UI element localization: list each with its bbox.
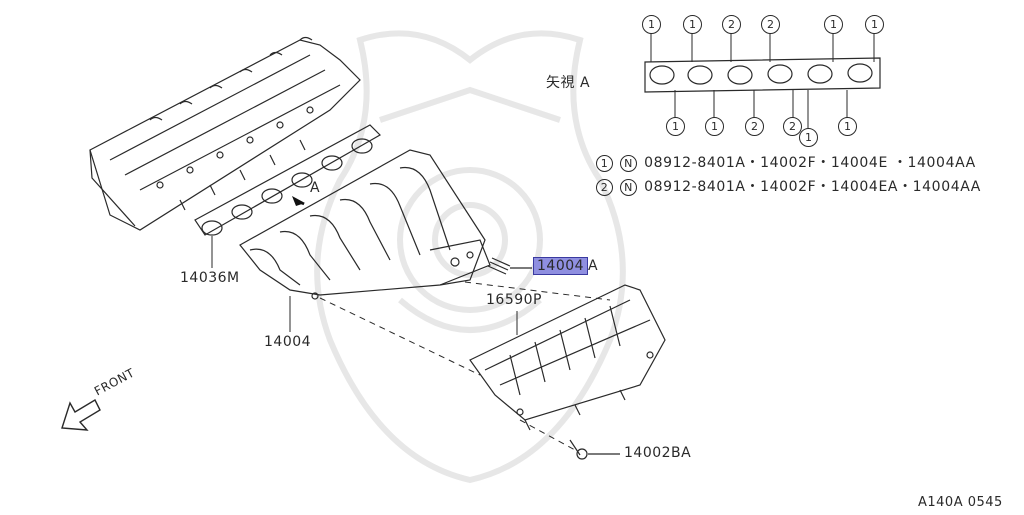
gasket-marker-top: 2 <box>722 15 741 34</box>
manifold-gasket <box>194 124 381 236</box>
part-suffix: A <box>588 258 599 274</box>
highlighted-part-number[interactable]: 14004 <box>533 257 589 275</box>
legend-marker: 1 <box>596 154 613 172</box>
gasket-marker-top: 1 <box>683 15 702 34</box>
projection-lines <box>319 281 611 451</box>
figure-code: A140A 0545 <box>918 495 1003 510</box>
heat-insulator <box>469 284 666 431</box>
watermark-emblem <box>314 30 626 484</box>
exhaust-manifold <box>239 149 491 300</box>
front-arrow <box>61 399 101 431</box>
gasket-marker-bottom: 1 <box>799 128 818 147</box>
cylinder-head <box>89 36 361 231</box>
gasket-detail-view <box>644 57 881 93</box>
gasket-marker-bottom: 1 <box>666 117 685 136</box>
view-title: 矢視 A <box>546 75 591 91</box>
gasket-detail-leaders <box>650 32 875 128</box>
view-arrow <box>292 196 305 206</box>
gasket-marker-bottom: 2 <box>783 117 802 136</box>
legend-row-2: 2 N 08912-8401A・14002F・14004EA・14004AA <box>596 176 981 196</box>
bolt <box>569 439 620 460</box>
part-label-heat-insulator[interactable]: 16590P <box>486 292 542 308</box>
gasket-marker-top: 1 <box>824 15 843 34</box>
gasket-marker-bottom: 1 <box>838 117 857 136</box>
gasket-marker-top: 1 <box>642 15 661 34</box>
n-marker: N <box>620 154 638 172</box>
gasket-marker-top: 1 <box>865 15 884 34</box>
part-label-manifold[interactable]: 14004 <box>264 334 312 350</box>
stud <box>487 257 532 275</box>
legend-row-1: 1 N 08912-8401A・14002F・14004E ・14004AA <box>596 152 976 172</box>
legend-text: 08912-8401A・14002F・14004EA・14004AA <box>644 179 981 195</box>
part-label-bolt[interactable]: 14002BA <box>624 445 692 461</box>
leader-lines <box>211 236 518 335</box>
n-marker: N <box>620 178 638 196</box>
legend-marker: 2 <box>596 178 613 196</box>
gasket-marker-bottom: 1 <box>705 117 724 136</box>
gasket-marker-top: 2 <box>761 15 780 34</box>
part-label-gasket[interactable]: 14036M <box>180 270 240 286</box>
gasket-marker-bottom: 2 <box>745 117 764 136</box>
legend-text: 08912-8401A・14002F・14004E ・14004AA <box>644 155 976 171</box>
view-arrow-label: A <box>310 180 321 196</box>
